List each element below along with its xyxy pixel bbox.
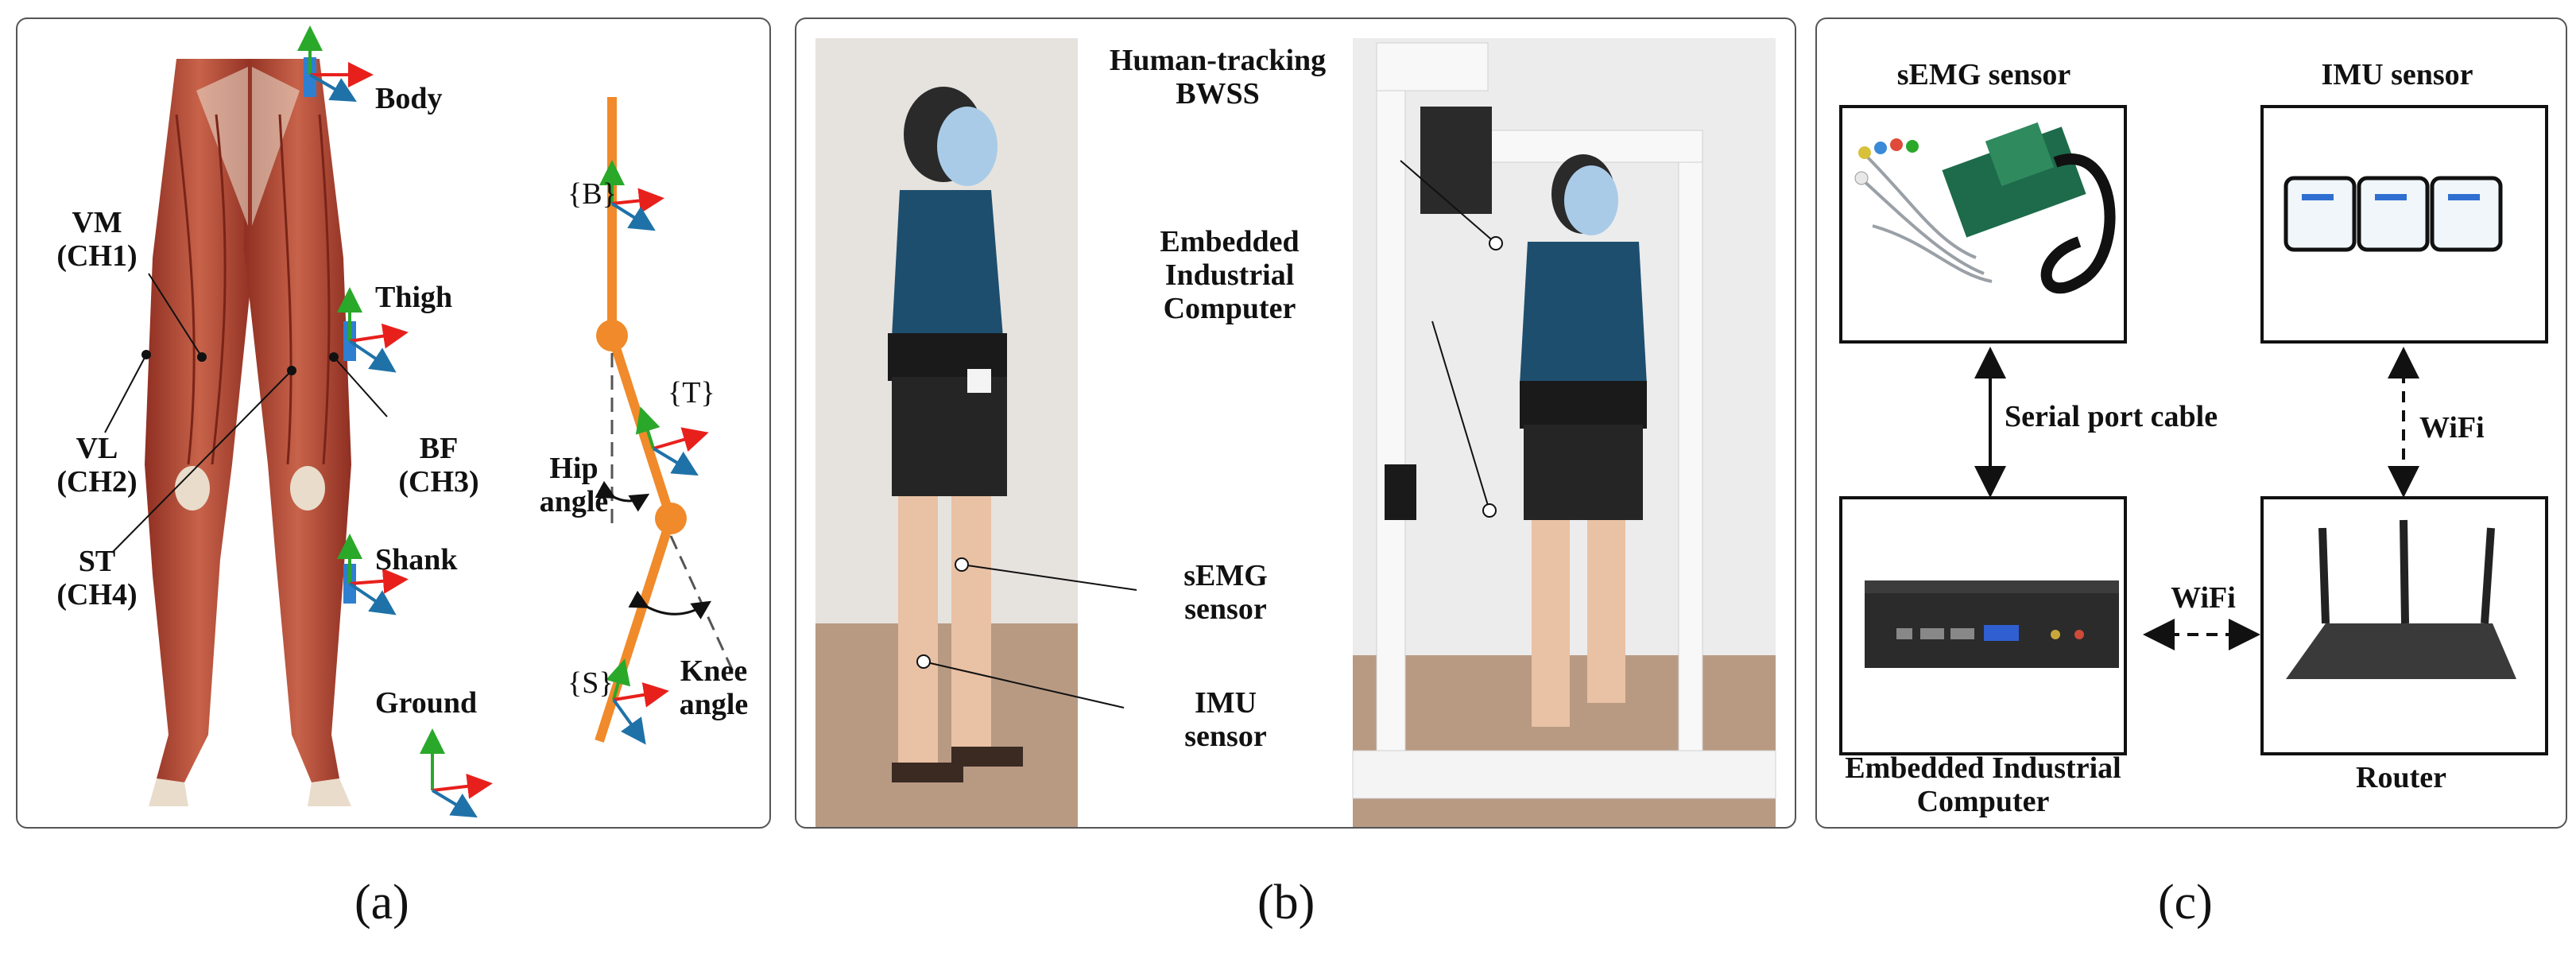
- label-bwss-line1: Human-tracking: [1109, 44, 1327, 77]
- imu-sensors-image: [2284, 176, 2503, 252]
- panel-b-frame: Human-tracking BWSS Embedded Industrial …: [795, 17, 1796, 829]
- label-bwss-line2: BWSS: [1176, 76, 1260, 111]
- label-semg-sensor-line1: sEMG: [1183, 559, 1268, 592]
- label-bwss: Human-tracking BWSS: [1083, 44, 1353, 111]
- label-shank: Shank: [375, 543, 458, 576]
- label-wifi-horizontal: WiFi: [2171, 581, 2236, 615]
- label-embedded-computer-line1: Embedded: [1160, 225, 1300, 258]
- photo-side-view: [815, 38, 1078, 827]
- panel-b-leaders: [916, 160, 1503, 708]
- label-ground: Ground: [375, 686, 478, 720]
- panel-c-frame: sEMG sensor IMU sensor Serial port cable…: [1815, 17, 2567, 829]
- label-embedded-computer: Embedded Industrial Computer: [1114, 225, 1345, 325]
- label-vm-name: VM: [72, 206, 122, 239]
- label-wifi-vertical: WiFi: [2419, 411, 2485, 445]
- semg-device-image: [1854, 122, 2116, 294]
- label-semg-title: sEMG sensor: [1896, 58, 2071, 91]
- semg-sensor-box: [1839, 105, 2127, 344]
- router-image: [2286, 519, 2516, 679]
- panel-a-graphics: [104, 25, 734, 818]
- label-semg-sensor-line2: sensor: [1184, 592, 1267, 626]
- label-st-name: ST: [78, 545, 116, 578]
- label-thigh: Thigh: [375, 281, 453, 314]
- caption-b: (b): [1257, 875, 1315, 930]
- label-imu-sensor-line1: IMU: [1194, 686, 1257, 720]
- computer-box: [1839, 496, 2127, 755]
- label-bf: BF (CH3): [383, 432, 494, 499]
- muscle-legs-illustration: [145, 59, 351, 806]
- label-embedded-industrial-computer: Embedded Industrial Computer: [1839, 751, 2127, 819]
- label-embedded-industrial-computer-line1: Embedded Industrial: [1845, 751, 2121, 785]
- label-hip-angle-line1: Hip: [549, 452, 598, 485]
- label-semg-sensor: sEMG sensor: [1146, 559, 1305, 627]
- label-knee-angle-line1: Knee: [680, 654, 748, 688]
- label-embedded-computer-line2: Industrial: [1164, 258, 1295, 292]
- label-bf-channel: (CH3): [398, 464, 479, 499]
- imu-body-frame: [297, 25, 374, 102]
- label-vl-name: VL: [76, 432, 118, 465]
- label-imu-sensor: IMU sensor: [1146, 686, 1305, 754]
- label-bf-name: BF: [419, 432, 459, 465]
- label-knee-angle-line2: angle: [679, 687, 749, 721]
- label-st: ST (CH4): [41, 545, 153, 612]
- router-box: [2260, 496, 2548, 755]
- label-vm-channel: (CH1): [56, 239, 138, 273]
- label-serial-port-cable: Serial port cable: [2005, 400, 2218, 433]
- label-embedded-industrial-computer-line2: Computer: [1916, 784, 2050, 818]
- caption-a: (a): [354, 875, 409, 930]
- muscle-pointers: [104, 273, 388, 553]
- label-frame-b: {B}: [567, 177, 617, 211]
- label-imu-sensor-line2: sensor: [1184, 719, 1267, 753]
- face-blur-right: [1564, 165, 1618, 235]
- label-body: Body: [375, 82, 443, 115]
- label-embedded-computer-line3: Computer: [1163, 291, 1296, 325]
- label-vl-channel: (CH2): [56, 464, 138, 499]
- label-knee-angle: Knee angle: [666, 654, 761, 722]
- label-hip-angle-line2: angle: [539, 484, 609, 518]
- imu-thigh-frame: [337, 287, 409, 373]
- panel-a-frame: Body Thigh Shank Ground VM (CH1) VL (CH2…: [16, 17, 771, 829]
- stick-model: [595, 97, 734, 745]
- label-vl: VL (CH2): [41, 432, 153, 499]
- label-hip-angle: Hip angle: [526, 452, 622, 519]
- label-st-channel: (CH4): [56, 577, 138, 611]
- photo-bwss-view: [1352, 38, 1776, 827]
- ground-frame: [420, 728, 493, 818]
- label-router: Router: [2356, 761, 2446, 794]
- imu-shank-frame: [337, 534, 409, 615]
- label-imu-title: IMU sensor: [2321, 58, 2473, 91]
- imu-sensor-box: [2260, 105, 2548, 344]
- label-frame-t: {T}: [668, 376, 715, 410]
- label-vm: VM (CH1): [41, 206, 153, 274]
- face-blur-left: [937, 107, 997, 186]
- panel-c-graphics: [1854, 122, 2516, 679]
- label-frame-s: {S}: [567, 666, 614, 700]
- panel-b-graphics: [815, 38, 1776, 827]
- caption-c: (c): [2158, 875, 2213, 930]
- computer-image: [1865, 580, 2119, 668]
